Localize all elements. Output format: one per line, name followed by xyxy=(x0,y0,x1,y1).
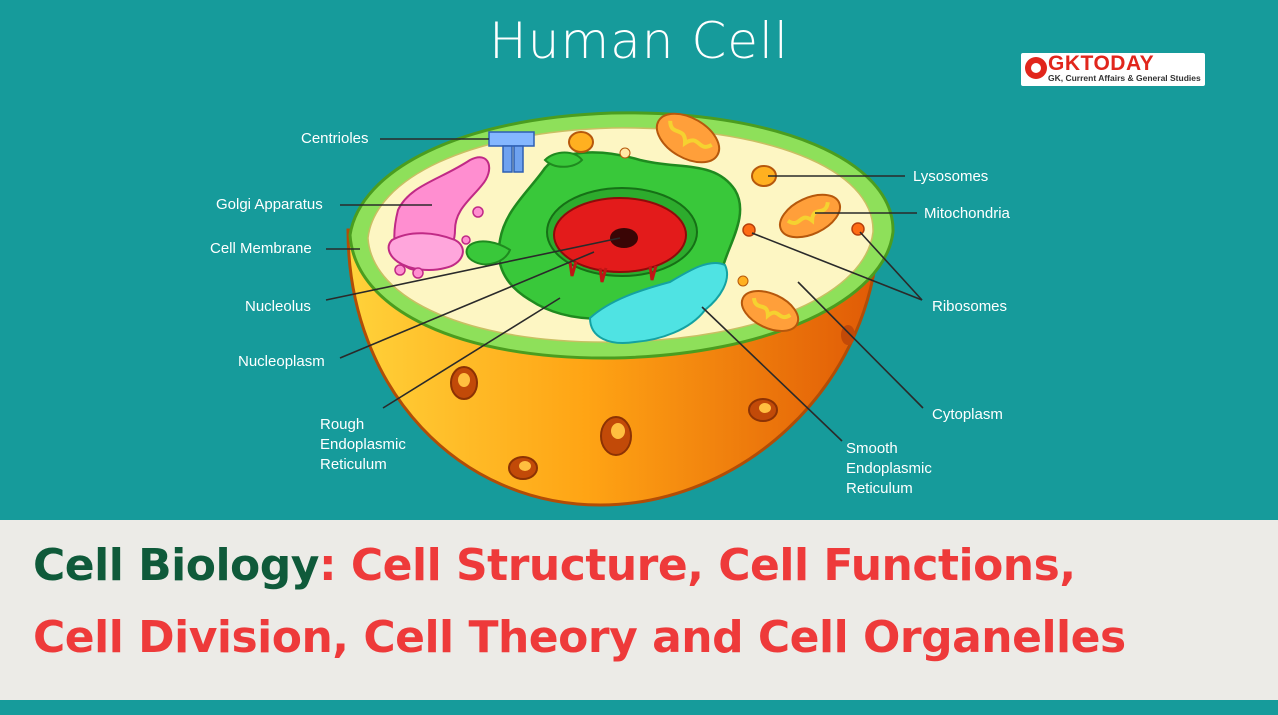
label-smooth-er-line-3: Reticulum xyxy=(846,480,913,497)
bottom-strip xyxy=(0,700,1278,715)
lysosomes xyxy=(568,131,777,287)
headline-band xyxy=(0,520,1278,700)
golgi-apparatus xyxy=(387,156,491,279)
label-ribosomes: Ribosomes xyxy=(932,298,1008,315)
headline-line-2: Cell Division, Cell Theory and Cell Orga… xyxy=(33,612,1126,663)
logo-brand: GKTODAY xyxy=(1048,52,1155,75)
label-cell-membrane: Cell Membrane xyxy=(210,240,312,257)
label-mitochondria: Mitochondria xyxy=(924,205,1010,222)
logo-tagline: GK, Current Affairs & General Studies xyxy=(1048,73,1201,83)
headline-line1-text: Cell Structure, Cell Functions, xyxy=(336,540,1076,591)
smooth-endoplasmic-reticulum xyxy=(588,262,728,344)
cell-illustration xyxy=(325,111,924,507)
headline-line-1: Cell Biology: Cell Structure, Cell Funct… xyxy=(33,540,1076,591)
label-nucleoplasm: Nucleoplasm xyxy=(238,353,325,370)
label-smooth-er-line-1: Smooth xyxy=(846,440,898,457)
label-rough-er: Rough Endoplasmic Reticulum xyxy=(320,415,406,475)
gktoday-logo[interactable]: GKTODAY GK, Current Affairs & General St… xyxy=(1021,52,1205,86)
label-smooth-er: Smooth Endoplasmic Reticulum xyxy=(846,439,932,499)
headline-prefix: Cell Biology xyxy=(33,540,319,591)
label-centrioles: Centrioles xyxy=(301,130,369,147)
label-nucleolus: Nucleolus xyxy=(245,298,311,315)
label-lysosomes: Lysosomes xyxy=(913,168,989,185)
diagram-title: Human Cell xyxy=(489,12,789,70)
mitochondria xyxy=(655,112,841,332)
label-rough-er-line-2: Endoplasmic xyxy=(320,436,406,453)
label-smooth-er-line-2: Endoplasmic xyxy=(846,460,932,477)
nucleus xyxy=(546,187,698,283)
label-rough-er-line-3: Reticulum xyxy=(320,456,387,473)
label-cytoplasm: Cytoplasm xyxy=(932,406,1003,423)
centrioles xyxy=(488,131,535,173)
label-rough-er-line-1: Rough xyxy=(320,416,365,433)
logo-mark-icon xyxy=(1025,57,1047,79)
headline-colon: : xyxy=(318,540,337,591)
label-golgi-apparatus: Golgi Apparatus xyxy=(216,196,323,213)
cell-diagram: Human Cell Centrioles Golgi Apparatus Ce… xyxy=(210,12,1205,507)
leader-lines xyxy=(325,138,924,442)
